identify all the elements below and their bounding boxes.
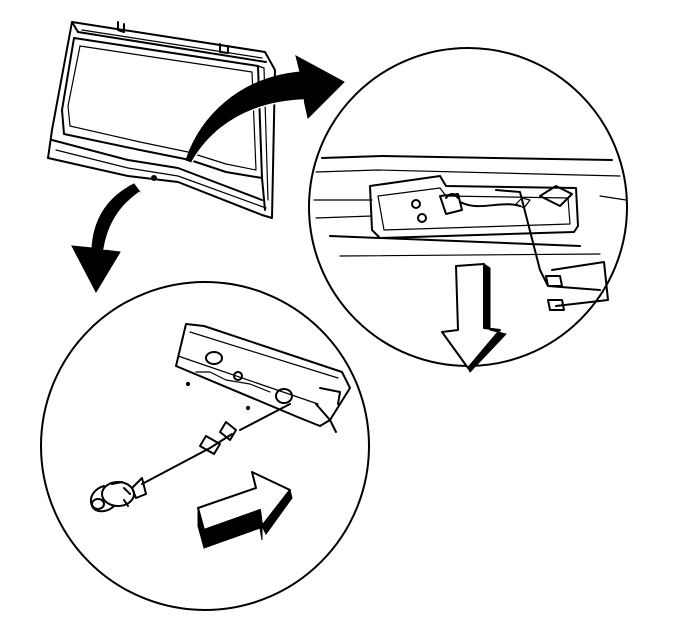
curved-arrow-lower	[71, 183, 141, 294]
install-arrow-right	[197, 471, 293, 549]
lower-detail	[40, 281, 370, 611]
curved-arrow-upper	[185, 55, 345, 163]
removal-arrow-down	[441, 263, 507, 373]
liftgate-overview	[47, 21, 276, 219]
upper-detail	[308, 47, 628, 367]
